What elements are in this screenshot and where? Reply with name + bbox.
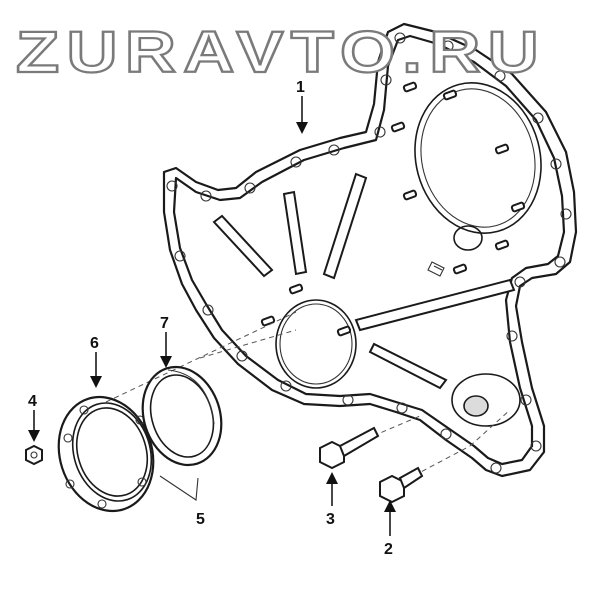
callout-5: 5 bbox=[196, 511, 205, 528]
gasket-dowels bbox=[260, 81, 526, 337]
gasket-ribs bbox=[212, 172, 516, 390]
callout-2: 2 bbox=[384, 541, 393, 558]
bolt-3 bbox=[319, 426, 380, 470]
nut bbox=[25, 444, 43, 466]
callout-7: 7 bbox=[160, 315, 169, 332]
watermark-text: ZURAVTO.RU bbox=[16, 20, 546, 85]
callout-3: 3 bbox=[326, 511, 335, 528]
gasket-bolt-holes bbox=[166, 32, 572, 474]
callout-6: 6 bbox=[90, 335, 99, 352]
front-cover-gasket bbox=[162, 22, 578, 478]
callout-4: 4 bbox=[28, 393, 37, 410]
bolt-2 bbox=[379, 466, 424, 504]
seal-carrier bbox=[57, 395, 155, 513]
callout-arrows bbox=[28, 96, 396, 536]
oil-seal-ring bbox=[141, 365, 223, 467]
callout-1: 1 bbox=[296, 79, 305, 96]
